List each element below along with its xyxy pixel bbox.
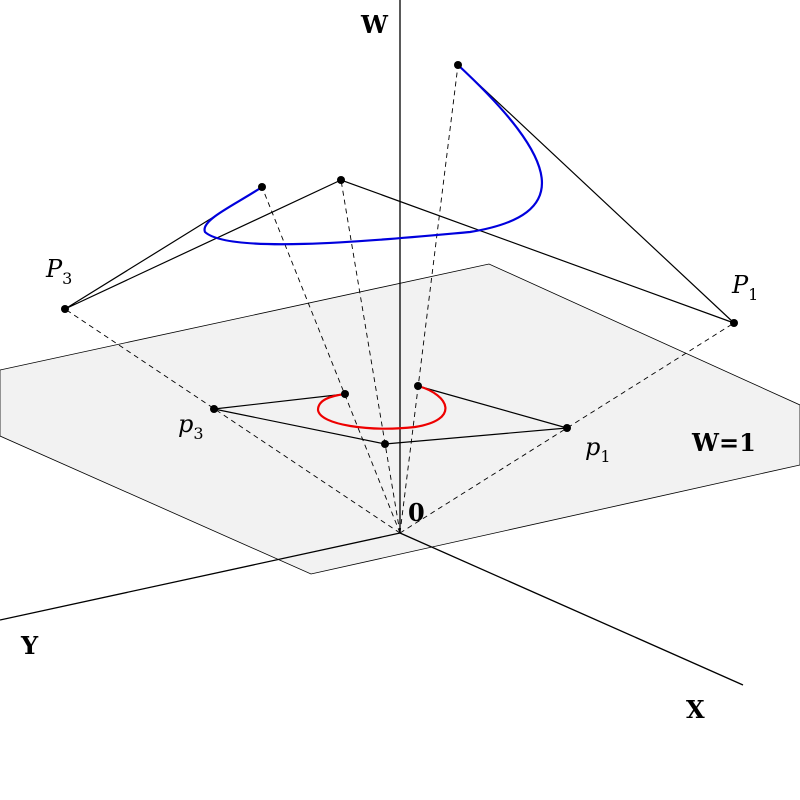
point-red-start <box>414 382 422 390</box>
label-P1-letter: P <box>731 271 749 299</box>
w-axis-label: W <box>360 10 389 39</box>
ray-p0 <box>340 179 401 534</box>
label-p1-sub: 1 <box>600 447 610 466</box>
label-P3-sub: 3 <box>62 269 72 288</box>
label-p3: p3 <box>178 410 204 443</box>
y-axis-label: Y <box>20 631 39 660</box>
point-blue-start <box>258 183 266 191</box>
origin-label: 0 <box>408 498 425 527</box>
point-P1 <box>730 319 738 327</box>
point-red-end <box>341 390 349 398</box>
ray-p3 <box>64 308 401 534</box>
label-p1: p1 <box>585 433 611 466</box>
point-blue-end <box>454 61 462 69</box>
label-p1-letter: p <box>585 433 600 461</box>
label-p3-sub: 3 <box>193 424 203 443</box>
label-P3: P3 <box>45 255 72 288</box>
ray-p1 <box>399 322 735 534</box>
ray-p2 <box>399 64 459 534</box>
point-p0 <box>337 176 345 184</box>
label-P3-letter: P <box>45 255 63 283</box>
y-axis <box>0 532 401 621</box>
label-p3-letter: p <box>178 410 193 438</box>
point-P3 <box>61 305 69 313</box>
control-points <box>61 61 738 448</box>
point-projected-mid <box>381 440 389 448</box>
point-p1 <box>563 424 571 432</box>
x-axis <box>399 532 744 686</box>
label-P1-sub: 1 <box>748 285 758 304</box>
curve-projected <box>316 384 447 430</box>
curve-3d <box>203 64 543 246</box>
x-axis-label: X <box>686 695 705 724</box>
label-P1: P1 <box>731 271 758 304</box>
plane-label: W=1 <box>691 428 756 457</box>
point-p3 <box>210 405 218 413</box>
